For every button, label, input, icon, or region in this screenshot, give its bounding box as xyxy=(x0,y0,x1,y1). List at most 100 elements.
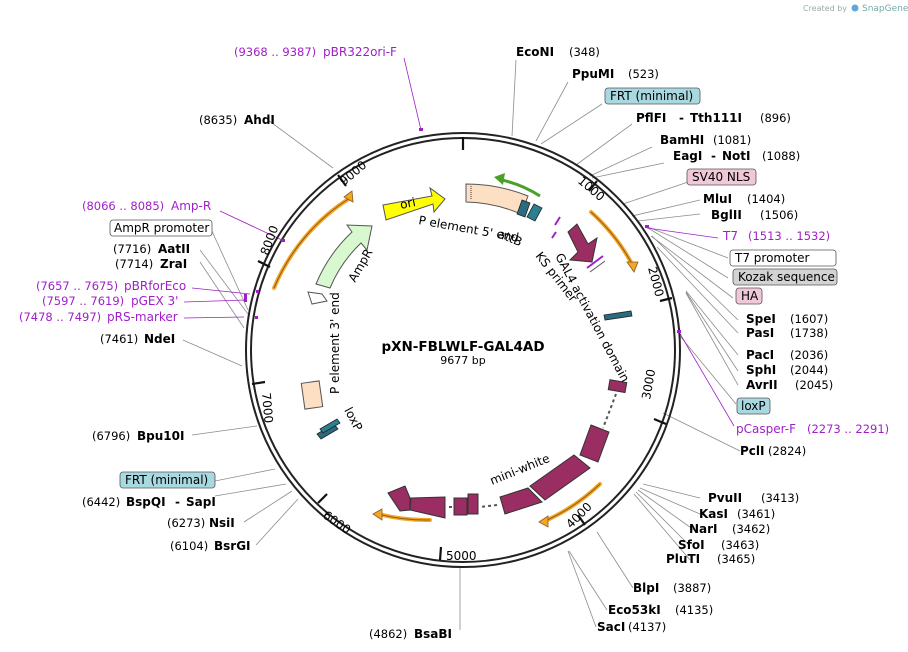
ampr-promoter-label: AmpR promoter xyxy=(114,221,209,235)
kozak-sequence-label: Kozak sequence xyxy=(738,270,835,284)
site-bsabi-pos: (4862) xyxy=(369,627,407,641)
gal4-feature xyxy=(567,223,598,263)
site-sfoi-pos: (3463) xyxy=(721,538,759,552)
loxp-label: loxP xyxy=(341,405,365,433)
site-pasi: PasI xyxy=(746,326,774,340)
site-bspqi-pos: (6442) xyxy=(82,495,120,509)
site-zrai-pos: (7714) xyxy=(115,257,153,271)
site-blpi: BlpI xyxy=(633,581,659,595)
ha-box xyxy=(735,287,763,305)
site-pflfi-dash: - xyxy=(679,111,684,125)
site-tth111i: Tth111I xyxy=(690,111,742,125)
primer-pbrforeco-name: pBRforEco xyxy=(124,279,186,293)
site-eco53ki: Eco53kI xyxy=(608,603,661,617)
site-econi-pos: (348) xyxy=(569,45,600,59)
site-sapi: SapI xyxy=(186,495,216,509)
primer-pcasper-range: (2273 .. 2291) xyxy=(807,422,889,436)
site-avrii-pos: (2045) xyxy=(795,378,833,392)
site-blpi-pos: (3887) xyxy=(673,581,711,595)
enzyme-labels-right: EcoNI (348) PpuMI (523) PflFI - Tth111I … xyxy=(516,45,833,634)
site-bpu10i: Bpu10I xyxy=(137,429,184,443)
primer-prs-name: pRS-marker xyxy=(107,310,178,324)
site-sfoi: SfoI xyxy=(678,538,705,552)
site-kasi: KasI xyxy=(699,507,728,521)
primer-labels: (9368 .. 9387) pBR322ori-F T7 (1513 .. 1… xyxy=(19,45,889,436)
site-nari-pos: (3462) xyxy=(732,522,770,536)
p-element-3-feature xyxy=(300,380,324,410)
site-bamhi: BamHI xyxy=(660,133,704,147)
ampr-promoter-feature xyxy=(307,291,328,305)
tick-3000: 3000 xyxy=(639,368,658,401)
plasmid-name: pXN-FBLWLF-GAL4AD xyxy=(381,339,544,355)
site-econi: EcoNI xyxy=(516,45,554,59)
kozak-sequence-box xyxy=(732,268,838,286)
site-pasi-pos: (1738) xyxy=(790,326,828,340)
tick-1000: 1000 xyxy=(575,174,607,204)
site-paci: PacI xyxy=(746,348,774,362)
site-paci-pos: (2036) xyxy=(790,348,828,362)
orange-arrowheads xyxy=(343,190,639,528)
primer-t7-name: T7 xyxy=(722,229,738,243)
watermark-text: Created by xyxy=(803,4,847,13)
site-pflfi: PflFI xyxy=(636,111,666,125)
site-pvuii-pos: (3413) xyxy=(761,491,799,505)
ampr-promoter-box xyxy=(109,219,213,237)
primer-pbr322-name: pBR322ori-F xyxy=(323,45,397,59)
site-pluti: PluTI xyxy=(666,552,700,566)
site-nari: NarI xyxy=(689,522,718,536)
primer-pgex-name: pGEX 3' xyxy=(131,294,178,308)
site-bspqi-dash: - xyxy=(175,495,180,509)
backbone-outer xyxy=(245,132,681,568)
tick-6000: 6000 xyxy=(320,508,353,537)
primer-markers xyxy=(244,128,681,333)
site-nsii: NsiI xyxy=(209,516,235,530)
t7-promoter-label: T7 promoter xyxy=(734,251,810,265)
frt-minimal-box-2 xyxy=(119,471,216,489)
kozak-mark xyxy=(589,260,606,273)
frt-minimal-label-1: FRT (minimal) xyxy=(610,89,693,103)
plasmid-length: 9677 bp xyxy=(440,354,485,367)
site-bamhi-pos: (1081) xyxy=(713,133,751,147)
ori-feature xyxy=(382,186,446,221)
site-pvuii: PvuII xyxy=(708,491,742,505)
primer-ampr-name: Amp-R xyxy=(171,199,211,213)
ks-primer-mark xyxy=(554,216,561,226)
site-bsrgi: BsrGI xyxy=(214,539,251,553)
site-kasi-pos: (3461) xyxy=(737,507,775,521)
ori-label: ori xyxy=(399,195,417,212)
frt-minimal-box-1 xyxy=(604,87,701,105)
site-pflfi-pos: (896) xyxy=(760,111,791,125)
loxp-box xyxy=(736,397,771,415)
site-avrii: AvrII xyxy=(746,378,778,392)
loxp-feature-left-2 xyxy=(319,418,341,434)
enzyme-labels-left: (4862) BsaBI (6104) BsrGI (6273) NsiI (6… xyxy=(82,113,452,641)
ks-primer-mark-2 xyxy=(551,231,557,239)
site-pcli: PclI xyxy=(740,444,765,458)
site-eagi-pos: (1088) xyxy=(762,149,800,163)
site-zrai: ZraI xyxy=(160,257,187,271)
green-arrowhead xyxy=(494,173,505,185)
tick-5000: 5000 xyxy=(446,549,477,563)
site-spei-pos: (1607) xyxy=(790,312,828,326)
site-eagi-dash: - xyxy=(711,149,716,163)
site-aatii-pos: (7716) xyxy=(113,242,151,256)
snapgene-logo-icon xyxy=(851,4,859,12)
site-ndei-pos: (7461) xyxy=(100,332,138,346)
site-sphi-pos: (2044) xyxy=(790,363,828,377)
primer-prs-range: (7478 .. 7497) xyxy=(19,310,101,324)
tick-8000: 8000 xyxy=(258,224,282,257)
sv40-nls-box xyxy=(686,168,757,186)
p-element-3-label: P element 3' end xyxy=(328,292,342,394)
loxp-box-label: loxP xyxy=(741,399,766,413)
t7-promoter-box xyxy=(729,249,837,267)
tick-7000: 7000 xyxy=(259,392,276,424)
leader-lines xyxy=(182,59,741,630)
site-bspqi: BspQI xyxy=(126,495,166,509)
mini-white-feature xyxy=(387,379,628,519)
site-aatii: AatII xyxy=(158,242,190,256)
site-noti: NotI xyxy=(722,149,751,163)
primer-pcasper-name: pCasper-F xyxy=(736,422,796,436)
site-ahdi: AhdI xyxy=(244,113,275,127)
ha-tag-mark xyxy=(586,255,604,269)
